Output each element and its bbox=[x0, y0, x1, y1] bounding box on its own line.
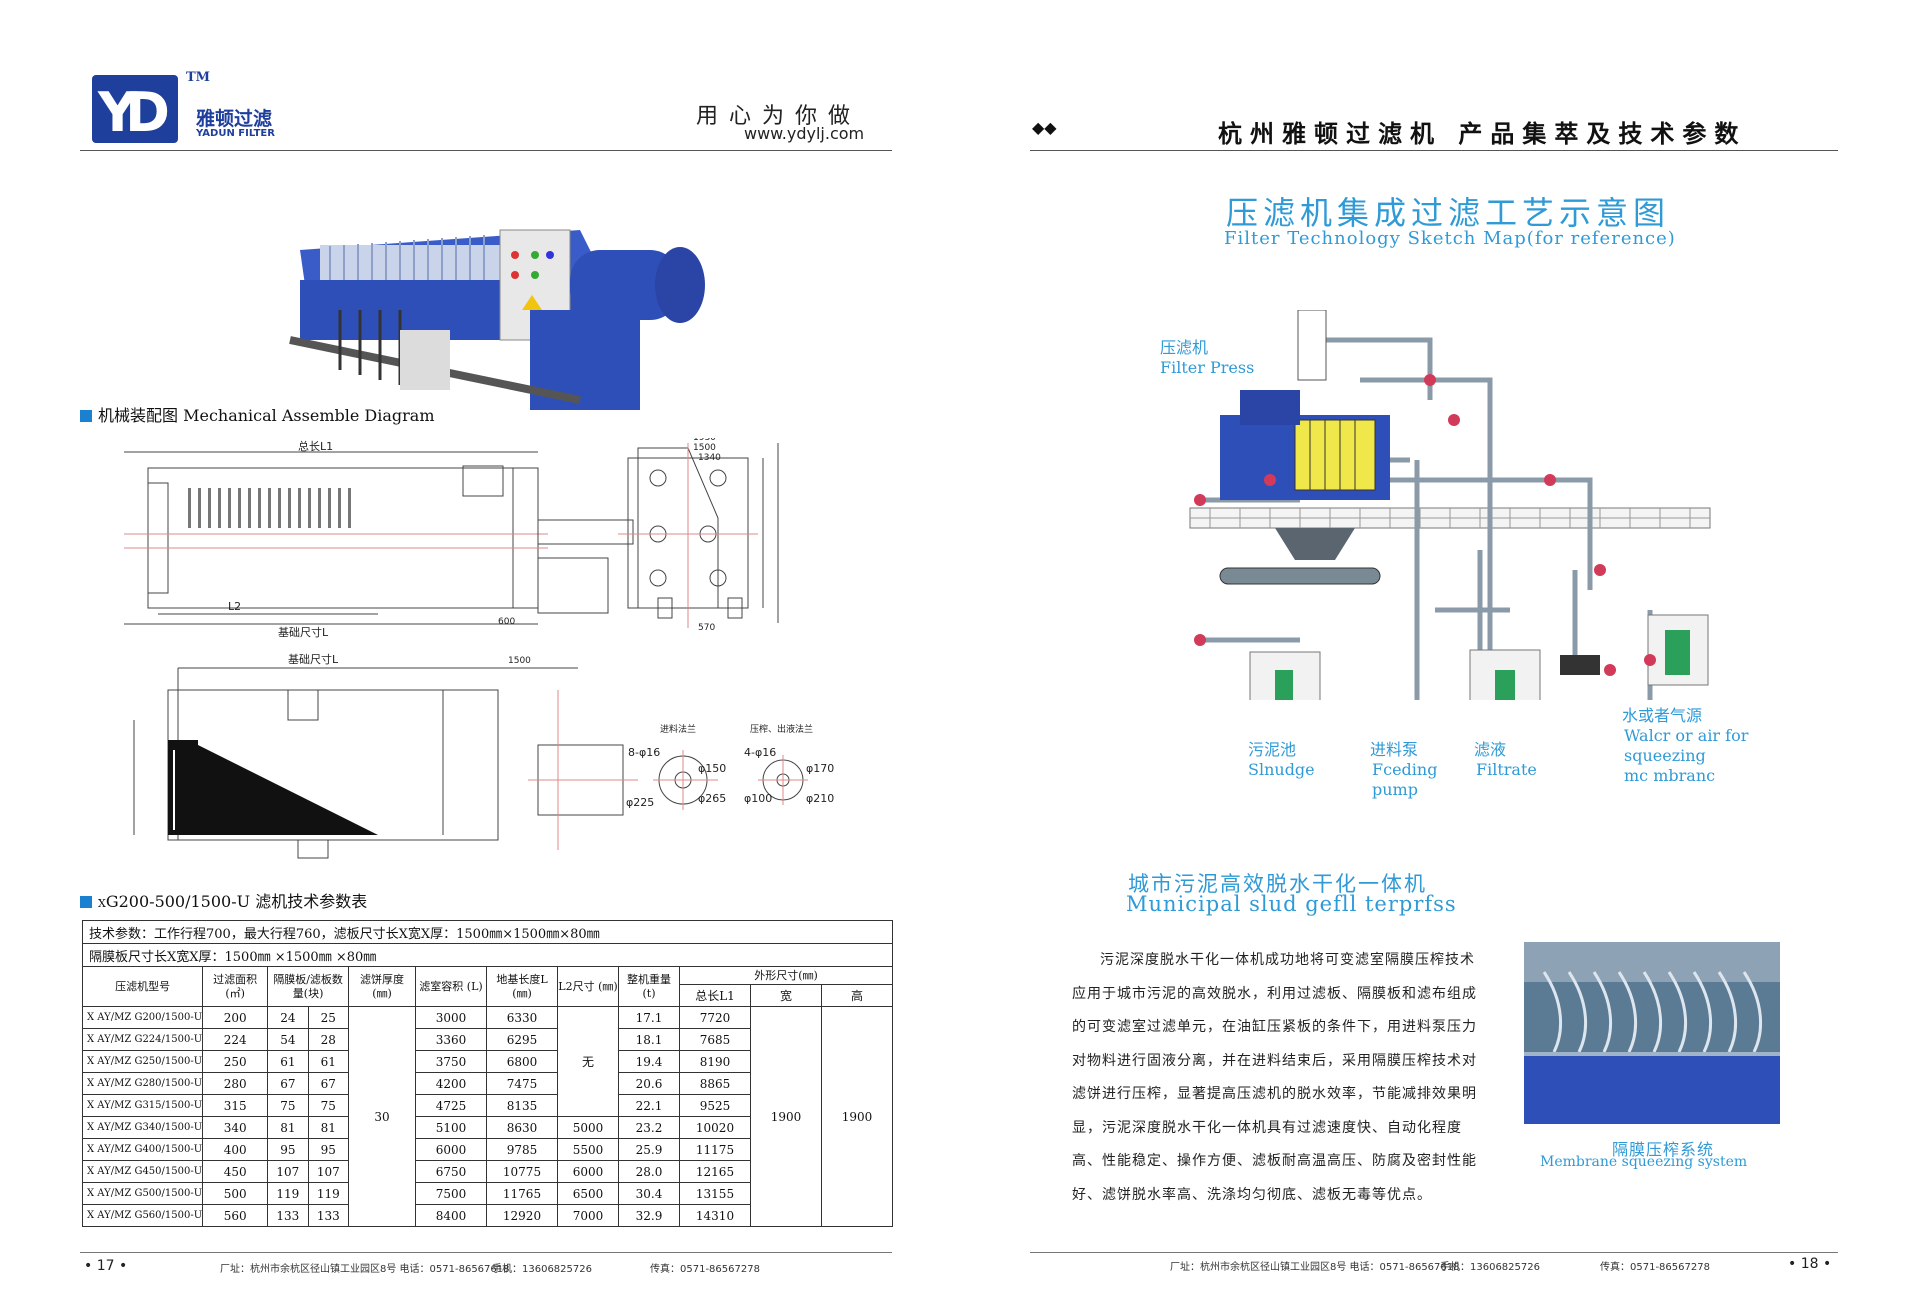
trademark-mark: TM bbox=[186, 70, 211, 85]
company-logo: YD bbox=[92, 75, 178, 144]
label-water-en3: mc mbranc bbox=[1624, 766, 1716, 785]
sketch-title-cn: 压滤机集成过滤工艺示意图 bbox=[1226, 194, 1671, 232]
label-filter-press-cn: 压滤机 bbox=[1160, 338, 1209, 357]
label-filtrate-en: Filtrate bbox=[1476, 760, 1537, 779]
label-filtrate-cn: 滤液 bbox=[1474, 740, 1507, 759]
l2-none-cell: 无 bbox=[557, 1006, 619, 1117]
col-model: 压滤机型号 bbox=[81, 966, 204, 1007]
label-total-length: 总长L1 bbox=[298, 439, 333, 453]
membrane-title-en: Membrane squeezing system bbox=[1540, 1154, 1748, 1170]
param-line-1: 技术参数：工作行程700，最大行程760，滤板尺寸长X宽X厚：1500㎜×150… bbox=[82, 920, 893, 944]
label-570: 570 bbox=[698, 623, 715, 633]
label-foundation: 基础尺寸L bbox=[278, 625, 329, 638]
label-feed-pump-cn: 进料泵 bbox=[1370, 740, 1419, 759]
footer-mobile: 手机：13606825726 bbox=[492, 1264, 592, 1275]
label-1500: 1500 bbox=[508, 656, 531, 666]
label-sludge-cn: 污泥池 bbox=[1248, 740, 1297, 759]
section-bullet-icon bbox=[80, 896, 92, 908]
logo-letters: YD bbox=[98, 81, 170, 144]
right-footer-address: 厂址：杭州市余杭区径山镇工业园区8号 电话：0571-86567618 bbox=[1170, 1262, 1460, 1273]
col-volume: 滤室容积 (L) bbox=[415, 966, 487, 1007]
label-sludge-en: Slnudge bbox=[1248, 760, 1315, 779]
right-header-rule bbox=[1030, 150, 1838, 151]
right-footer-mobile: 手机：13606825726 bbox=[1440, 1262, 1540, 1273]
brand-name-en: YADUN FILTER bbox=[196, 128, 275, 139]
description-paragraph: 污泥深度脱水干化一体机成功地将可变滤室隔膜压榨技术应用于城市污泥的高效脱水，利用… bbox=[1072, 952, 1477, 1203]
section-bullet-icon bbox=[80, 410, 92, 422]
col-weight: 整机重量 (t) bbox=[618, 966, 680, 1007]
municipal-title-en: Municipal slud gefll terprfss bbox=[1126, 892, 1457, 916]
label-f1-holes: 8-φ16 bbox=[628, 746, 660, 759]
label-f2-b: φ100 bbox=[744, 792, 772, 805]
membrane-system-photo bbox=[1524, 942, 1780, 1124]
width-cell: 1900 bbox=[750, 1006, 822, 1227]
label-f2-c: φ210 bbox=[806, 792, 834, 805]
footer-fax: 传真：0571-86567278 bbox=[650, 1264, 760, 1275]
footer-address: 厂址：杭州市余杭区径山镇工业园区8号 电话：0571-86567618 bbox=[220, 1264, 510, 1275]
footer-rule bbox=[80, 1252, 892, 1253]
right-footer-fax: 传真：0571-86567278 bbox=[1600, 1262, 1710, 1273]
label-f1-c: φ265 bbox=[698, 792, 726, 805]
assembly-drawing-side: 总长L1 L2 基础尺寸L 1930 1500 1340 600 570 bbox=[124, 438, 779, 638]
col-foundation: 地基长度L (㎜) bbox=[486, 966, 558, 1007]
label-f1-b: φ225 bbox=[626, 796, 654, 809]
col-width: 宽 bbox=[750, 984, 822, 1007]
label-water-cn: 水或者气源 bbox=[1622, 706, 1703, 725]
label-f2-a: φ170 bbox=[806, 762, 834, 775]
label-f1-a: φ150 bbox=[698, 762, 726, 775]
page-number-17: • 17 • bbox=[84, 1258, 128, 1274]
label-f2-holes: 4-φ16 bbox=[744, 746, 776, 759]
foundation-drawing: 基础尺寸L 1500 进料法兰 压榨、出液法兰 8-φ16 φ150 φ225 … bbox=[133, 652, 834, 859]
col-total-l1: 总长L1 bbox=[679, 984, 751, 1007]
label-feed-pump-en1: Fceding bbox=[1372, 760, 1438, 779]
col-plates: 隔膜板/滤板数量(块) bbox=[267, 966, 349, 1007]
right-header-title: 杭州雅顿过滤机 产品集萃及技术参数 bbox=[1218, 119, 1747, 148]
table-header-row: 压滤机型号 过滤面积 (㎡) 隔膜板/滤板数量(块) 滤饼厚度 (㎜) 滤室容积… bbox=[81, 966, 893, 1007]
param-line-2: 隔膜板尺寸长X宽X厚：1500㎜ ×1500㎜ ×80㎜ bbox=[82, 943, 893, 967]
col-height: 高 bbox=[821, 984, 893, 1007]
header-diamonds-icon: ◆◆ bbox=[1032, 118, 1057, 137]
label-1500-top: 1500 bbox=[693, 443, 716, 453]
label-water-en1: Walcr or air for bbox=[1624, 726, 1749, 745]
municipal-title-cn: 城市污泥高效脱水干化一体机 bbox=[1128, 872, 1427, 896]
spec-table: 技术参数：工作行程700，最大行程760，滤板尺寸长X宽X厚：1500㎜×150… bbox=[81, 920, 893, 1227]
page-number-18: • 18 • bbox=[1788, 1256, 1832, 1272]
brand-name-cn: 雅顿过滤 bbox=[196, 108, 273, 130]
label-1340: 1340 bbox=[698, 453, 721, 463]
col-l2: L2尺寸 (㎜) bbox=[557, 966, 619, 1007]
col-cake: 滤饼厚度 (㎜) bbox=[348, 966, 416, 1007]
header-rule bbox=[80, 150, 892, 151]
cake-thickness-cell: 30 bbox=[348, 1006, 416, 1227]
right-footer-rule bbox=[1030, 1252, 1838, 1253]
label-water-en2: squeezing bbox=[1624, 746, 1706, 765]
height-cell: 1900 bbox=[821, 1006, 893, 1227]
label-1930: 1930 bbox=[693, 438, 716, 443]
website-link[interactable]: www.ydylj.com bbox=[744, 124, 865, 143]
filter-press-photo bbox=[289, 229, 705, 410]
label-feed-pump-en2: pump bbox=[1372, 780, 1418, 799]
col-area: 过滤面积 (㎡) bbox=[202, 966, 269, 1007]
section-assembly-title: 机械装配图 Mechanical Assemble Diagram bbox=[80, 402, 435, 426]
left-page: YD TM 雅顿过滤 YADUN FILTER 用心为你做 www.ydylj.… bbox=[80, 70, 893, 1275]
label-foundation-2: 基础尺寸L bbox=[288, 652, 339, 666]
label-flange-feed: 进料法兰 bbox=[660, 723, 696, 735]
label-600: 600 bbox=[498, 617, 515, 627]
col-dimensions: 外形尺寸(㎜) bbox=[679, 966, 893, 985]
label-filter-press-en: Filter Press bbox=[1160, 358, 1255, 377]
sketch-title-en: Filter Technology Sketch Map(for referen… bbox=[1224, 228, 1676, 249]
label-flange-squeeze: 压榨、出液法兰 bbox=[750, 723, 813, 735]
process-diagram bbox=[1189, 310, 1711, 700]
label-l2: L2 bbox=[228, 600, 241, 613]
slogan: 用心为你做 bbox=[696, 104, 862, 129]
section-spec-title: XG200-500/1500-U 滤机技术参数表 bbox=[80, 888, 367, 912]
membrane-title-cn: 隔膜压榨系统 bbox=[1612, 1140, 1715, 1159]
